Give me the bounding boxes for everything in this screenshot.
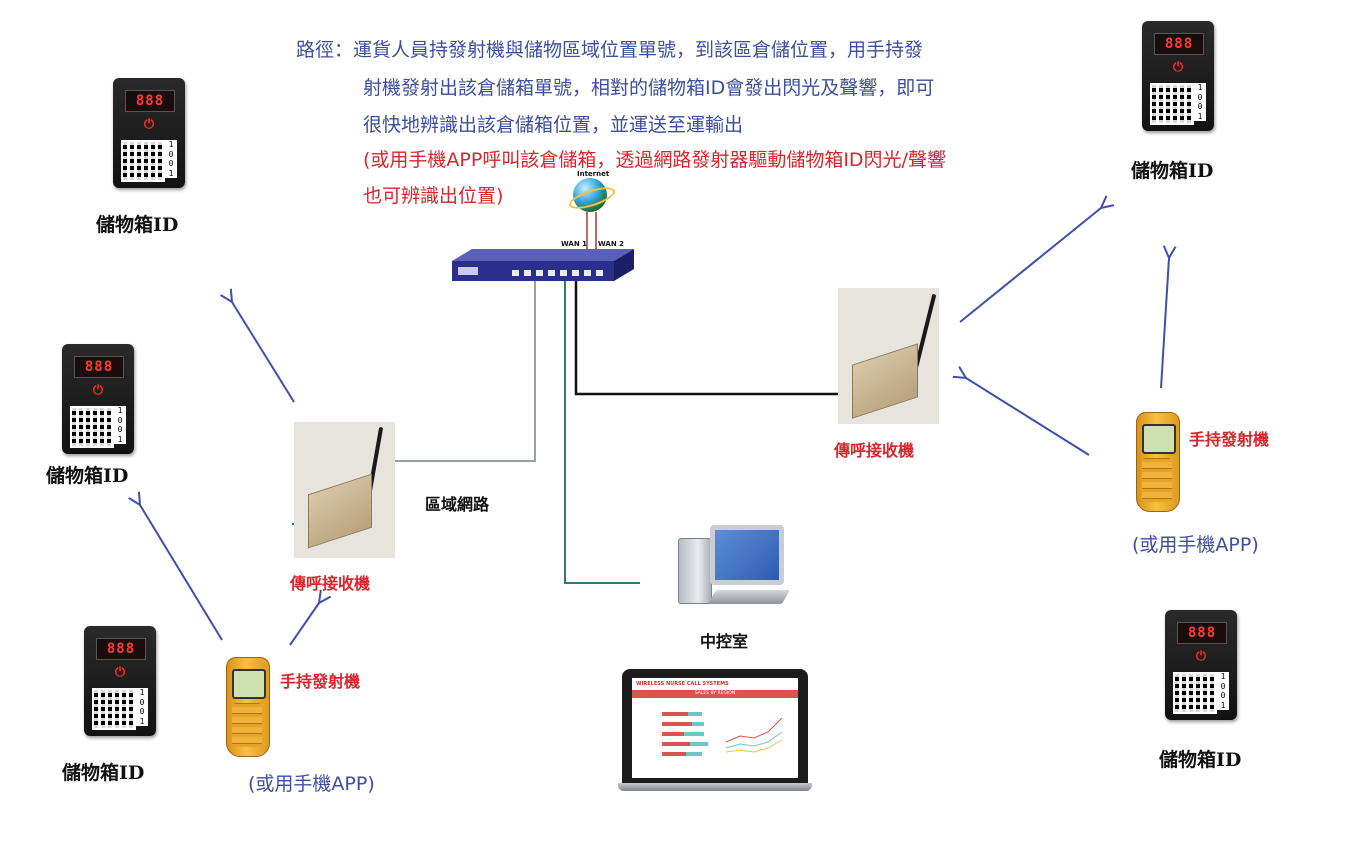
- description-line-1: 路徑：運貨人員持發射機與儲物區域位置單號，到該區倉儲位置，用手持發: [296, 39, 924, 61]
- transmitter-label-left: 手持發射機: [280, 672, 361, 691]
- receiver-label-right: 傳呼接收機: [834, 441, 915, 460]
- transmitter-label-right: 手持發射機: [1189, 430, 1270, 449]
- pager-receiver-left: [294, 422, 395, 558]
- internet-label: Internet: [577, 170, 610, 178]
- lan-label: 區域網路: [425, 495, 490, 514]
- power-icon: ⏻: [114, 665, 126, 680]
- qr-code-icon: [92, 688, 136, 730]
- power-icon: ⏻: [143, 117, 155, 132]
- network-router: [452, 249, 634, 281]
- arrow-receiver-to-box-top-left: [232, 302, 295, 403]
- qr-code-icon: [121, 140, 165, 182]
- box-display: 888: [1177, 622, 1227, 644]
- description-line-3: 很快地辨識出該倉儲箱位置，並運送至運輸出: [363, 114, 744, 136]
- transmitter-screen: [232, 669, 266, 699]
- qr-code-icon: [1173, 672, 1217, 714]
- desktop-monitor-icon: [710, 525, 784, 585]
- box-display: 888: [1154, 33, 1204, 55]
- power-icon: ⏻: [1172, 60, 1184, 75]
- laptop-base: [618, 783, 812, 791]
- transmitter-app-label-right: (或用手機APP): [1132, 534, 1259, 556]
- pager-receiver-right: [838, 288, 939, 424]
- wan1-label: WAN 1: [561, 240, 587, 248]
- laptop-subtitle: SALES BY REGION: [632, 690, 798, 698]
- transmitter-keypad: [1142, 458, 1172, 502]
- arrow-transmitter-to-box-top-right: [1160, 258, 1169, 389]
- description-line-4: (或用手機APP呼叫該倉儲箱，透過網路發射器驅動儲物箱ID閃光/聲響: [363, 149, 946, 171]
- power-icon: ⏻: [1195, 649, 1207, 664]
- dashboard-bars: [662, 712, 708, 756]
- wan2-label: WAN 2: [598, 240, 624, 248]
- storage-box-label-mid-left: 儲物箱ID: [46, 465, 129, 487]
- power-icon: ⏻: [92, 383, 104, 398]
- handheld-transmitter-right: [1134, 408, 1180, 512]
- desktop-tower: [678, 538, 712, 604]
- internet-globe-icon: [573, 178, 607, 212]
- storage-box-label-bottom-left: 儲物箱ID: [62, 762, 145, 784]
- handheld-transmitter-left: [224, 653, 270, 757]
- arrow-receiver-to-box-top-right: [959, 208, 1101, 323]
- arrow-transmitter-to-box-mid-left: [140, 505, 223, 641]
- transmitter-app-label-left: (或用手機APP): [248, 773, 375, 795]
- receiver-body: [852, 343, 918, 419]
- receiver-label-left: 傳呼接收機: [290, 574, 371, 593]
- laptop: WIRELESS NURSE CALL SYSTEMS SALES BY REG…: [622, 669, 808, 783]
- storage-box-label-bottom-right: 儲物箱ID: [1159, 749, 1242, 771]
- keyboard-icon: [707, 590, 791, 604]
- description-line-2: 射機發射出該倉儲箱單號，相對的儲物箱ID會發出閃光及聲響，即可: [363, 77, 935, 99]
- qr-code-icon: [70, 406, 114, 448]
- control-room-label: 中控室: [700, 632, 749, 651]
- lan-line-pc: [564, 280, 640, 584]
- lan-line-left: [395, 280, 536, 462]
- laptop-dashboard: [662, 712, 783, 756]
- receiver-body: [308, 473, 372, 549]
- qr-code-icon: [1150, 83, 1194, 125]
- laptop-screen: WIRELESS NURSE CALL SYSTEMS SALES BY REG…: [632, 678, 798, 778]
- description-line-5: 也可辨識出位置): [363, 185, 504, 207]
- transmitter-screen: [1142, 424, 1176, 454]
- box-display: 888: [96, 638, 146, 660]
- box-display: 888: [74, 356, 124, 378]
- laptop-title: WIRELESS NURSE CALL SYSTEMS: [636, 681, 729, 687]
- storage-box-label-top-right: 儲物箱ID: [1131, 160, 1214, 182]
- arrow-transmitter-to-receiver-right: [966, 378, 1090, 456]
- box-display: 888: [125, 90, 175, 112]
- dashboard-lines: [725, 717, 783, 753]
- transmitter-keypad: [232, 703, 262, 747]
- arrow-transmitter-to-receiver-left: [289, 603, 319, 646]
- storage-box-label-top-left: 儲物箱ID: [96, 214, 179, 236]
- lan-line-right: [574, 280, 838, 396]
